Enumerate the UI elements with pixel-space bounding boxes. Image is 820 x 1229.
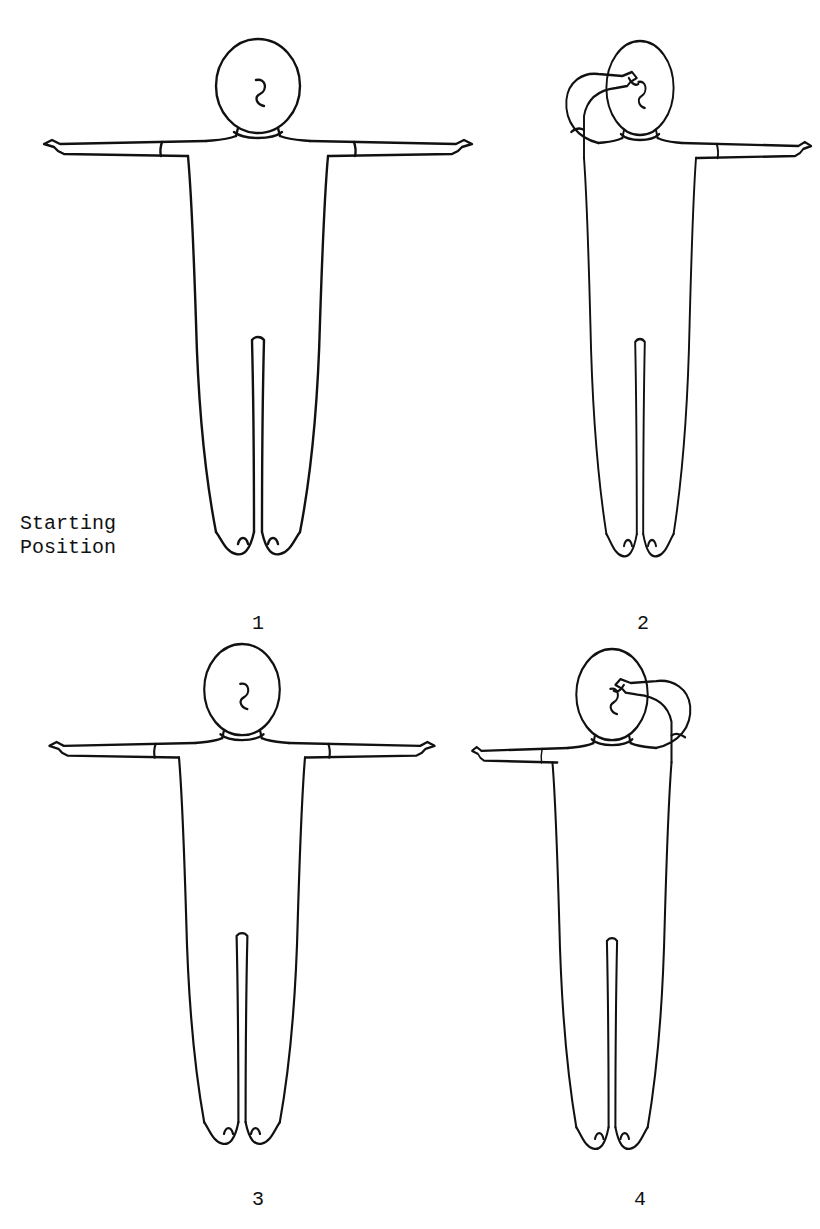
arm-extended [289,742,435,758]
person-figure [44,39,472,554]
panel-number: 3 [228,1188,288,1212]
body-outline [179,730,305,1144]
arm-extended [49,742,195,758]
arm-bent-to-face [614,679,691,762]
arm-bent-to-face [566,72,638,158]
position-caption: Starting Position [20,512,140,560]
body-outline [188,128,328,554]
person-figure [566,41,811,556]
head-outline [216,39,300,133]
panel-number: 1 [228,612,288,636]
body-outline [584,130,696,556]
panel-number: 2 [613,612,673,636]
head-outline [204,644,280,735]
arm-extended [44,140,206,156]
arm-extended [472,747,568,763]
person-figure [49,644,434,1144]
arm-extended [682,142,812,158]
person-figure [472,649,690,1149]
body-outline [553,735,672,1149]
arm-extended [310,140,472,156]
panel-number: 4 [610,1188,670,1212]
